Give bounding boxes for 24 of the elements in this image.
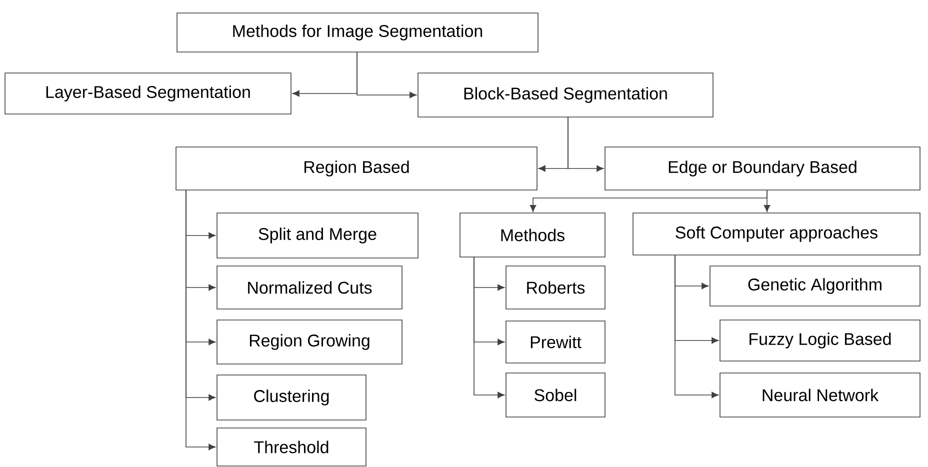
arrow bbox=[764, 190, 770, 212]
category-box: Roberts bbox=[506, 266, 606, 310]
category-box: Region Based bbox=[176, 146, 538, 190]
category-box: Fuzzy Logic Based bbox=[720, 320, 920, 362]
arrow bbox=[568, 116, 604, 172]
arrow bbox=[674, 254, 719, 398]
category-box: Layer-Based Segmentation bbox=[4, 72, 292, 114]
category-box: Soft Computer approaches bbox=[632, 212, 920, 256]
category-box: Genetic Algorithm bbox=[710, 266, 920, 306]
category-box: Region Growing bbox=[216, 320, 402, 364]
arrow bbox=[186, 190, 216, 450]
category-box: Block-Based Segmentation bbox=[418, 72, 714, 118]
category-box: Clustering bbox=[216, 374, 366, 420]
arrow bbox=[356, 52, 417, 98]
category-box: Split and Merge bbox=[216, 212, 418, 258]
category-box: Prewitt bbox=[506, 320, 606, 364]
category-box: Sobel bbox=[506, 372, 606, 418]
category-box: Normalized Cuts bbox=[216, 266, 402, 310]
category-box: Neural Network bbox=[720, 372, 920, 418]
category-box: Edge or Boundary Based bbox=[604, 146, 920, 190]
category-box: Methods bbox=[460, 212, 606, 258]
category-box: Methods for Image Segmentation bbox=[176, 12, 538, 52]
category-box: Threshold bbox=[216, 428, 366, 466]
arrow bbox=[474, 256, 505, 398]
